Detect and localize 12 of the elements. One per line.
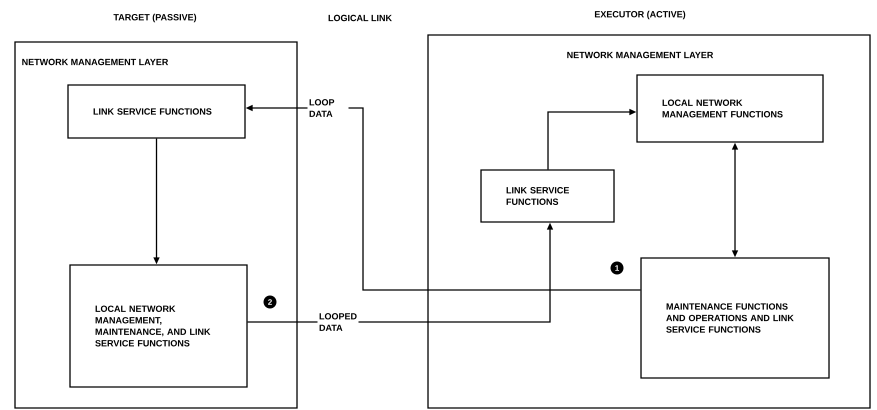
callout-number: 1	[610, 262, 624, 274]
node-label: TARGET (PASSIVE)	[114, 14, 196, 22]
section-title: LOGICAL LINK	[328, 14, 392, 22]
function-box: MAINTENANCE FUNCTIONS AND OPERATIONS AND LINK SERVICE FUNCTIONS	[640, 257, 830, 379]
edge-label: LOOP DATA	[308, 98, 348, 118]
function-box: LINK SERVICE FUNCTIONS	[480, 169, 615, 223]
edge-label: LOOPED DATA	[318, 312, 358, 332]
function-box: LOCAL NETWORK MANAGEMENT FUNCTIONS	[636, 74, 824, 143]
function-box: LINK SERVICE FUNCTIONS	[67, 84, 246, 139]
callout-number: 2	[264, 296, 276, 308]
function-box: LOCAL NETWORK MANAGEMENT, MAINTENANCE, AND LINK SERVICE FUNCTIONS	[69, 264, 248, 388]
node-label: EXECUTOR (ACTIVE)	[594, 10, 686, 20]
